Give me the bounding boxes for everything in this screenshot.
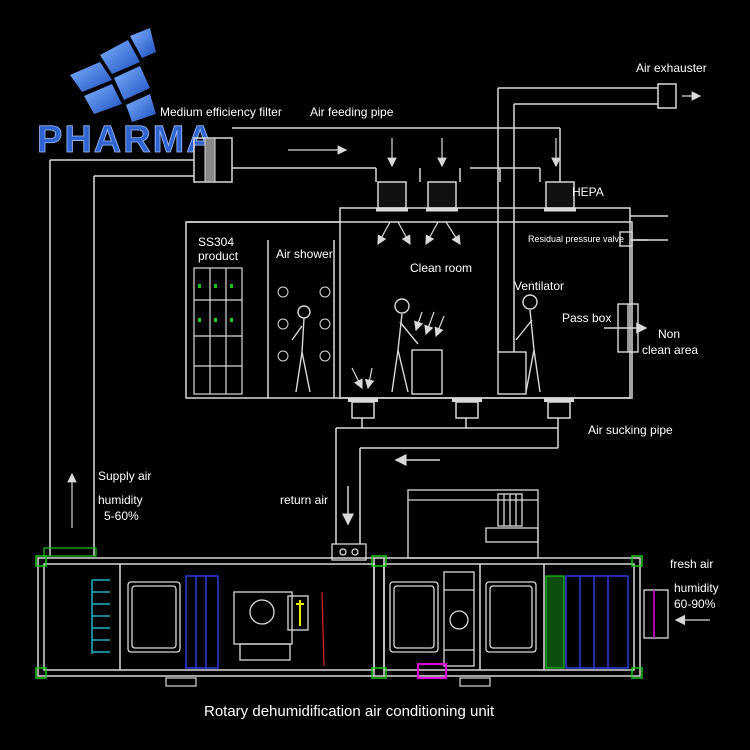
- heater-block: [417, 663, 447, 679]
- feeding-flow-arrows: [288, 138, 561, 168]
- discharge-marker: [321, 591, 325, 667]
- label-ss304-2: product: [198, 249, 239, 263]
- fresh-air-inlet: [643, 589, 710, 639]
- label-non-2: clean area: [642, 343, 698, 357]
- filter-bank-blue-1: [185, 575, 219, 669]
- label-ss304-1: SS304: [198, 235, 234, 249]
- ahu-corner-brackets: [35, 555, 643, 679]
- label-air-sucking-pipe: Air sucking pipe: [588, 423, 673, 437]
- ahu-unit: [37, 557, 641, 677]
- label-humidity-supply-1: humidity: [98, 493, 143, 507]
- person-ventilator: [497, 294, 541, 395]
- label-return-air: return air: [280, 493, 328, 507]
- ss304-lockers: [193, 267, 243, 395]
- air-shower-nozzles: [277, 286, 331, 362]
- label-air-shower: Air shower: [276, 247, 333, 261]
- pre-filter-green: [545, 575, 565, 669]
- residual-pressure-valve: [619, 231, 648, 247]
- return-duct: [335, 418, 559, 544]
- label-clean-room: Clean room: [410, 261, 472, 275]
- locker-handles: [198, 284, 233, 322]
- label-humidity-fresh-2: 60-90%: [674, 597, 716, 611]
- label-unit-title: Rotary dehumidification air conditioning…: [204, 703, 495, 720]
- label-air-exhauster: Air exhauster: [636, 61, 707, 75]
- ahu-feet: [165, 677, 491, 687]
- building-outline: [185, 207, 668, 399]
- access-door-1: [127, 581, 181, 653]
- air-exhauster: [657, 83, 702, 109]
- fan-motor-accents: [296, 600, 304, 626]
- filter-bank-blue-2: [565, 575, 629, 669]
- room-airflow-arrows: [351, 221, 461, 390]
- label-non-1: Non: [658, 327, 680, 341]
- return-grilles: [348, 398, 574, 419]
- label-pass-box: Pass box: [562, 311, 611, 325]
- label-humidity-supply-2: 5-60%: [104, 509, 139, 523]
- label-fresh-air: fresh air: [670, 557, 713, 571]
- rotary-wheel: [443, 571, 475, 667]
- labels: Medium efficiency filter Air feeding pip…: [98, 61, 719, 720]
- supply-duct: [49, 87, 658, 556]
- access-door-3: [485, 581, 537, 653]
- pass-box: [604, 303, 648, 353]
- person-clean-room: [391, 298, 443, 395]
- rotary-wheel-housing: [407, 489, 539, 559]
- label-residual-valve: Residual pressure valve: [528, 234, 624, 244]
- fan-motor: [233, 591, 309, 661]
- logo-text: PHARMA: [37, 119, 216, 161]
- return-damper: [331, 543, 367, 561]
- label-humidity-fresh-1: humidity: [674, 581, 719, 595]
- label-air-feeding-pipe: Air feeding pipe: [310, 105, 394, 119]
- label-hepa: HEPA: [572, 185, 604, 199]
- hepa-filters: [377, 181, 575, 209]
- access-door-2: [389, 581, 439, 653]
- medium-efficiency-filter: [193, 137, 233, 183]
- logo: PHARMA: [37, 28, 216, 161]
- person-air-shower: [291, 305, 311, 393]
- label-supply-air: Supply air: [98, 469, 151, 483]
- label-ventilator: Ventilator: [514, 279, 564, 293]
- cooling-coil: [91, 579, 110, 654]
- logo-mark-icon: [70, 28, 156, 122]
- label-medium-filter: Medium efficiency filter: [160, 105, 282, 119]
- supply-duct-collar: [43, 547, 97, 557]
